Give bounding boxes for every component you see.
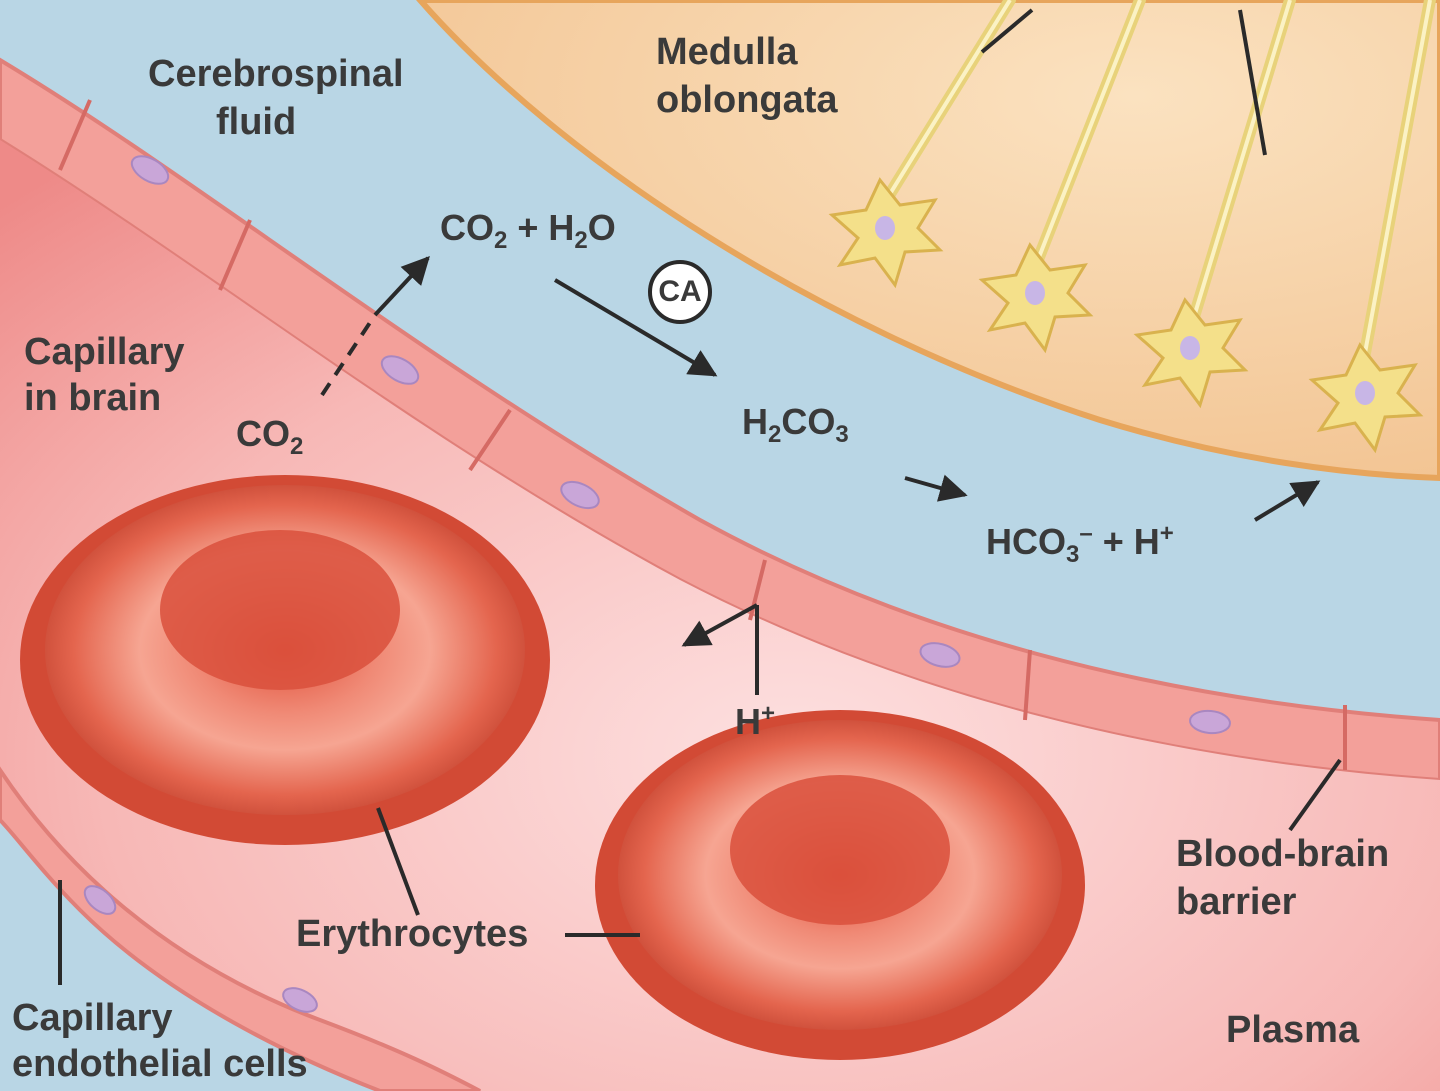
enzyme-circle [648, 260, 712, 324]
endothelial-nuclei [83, 155, 1231, 1013]
endothelial-label-line2: endothelial cells [12, 1043, 308, 1085]
neuron-nuclei [875, 216, 1375, 405]
capillary-label-line2: in brain [24, 377, 162, 419]
equation-hco3-h: HCO3– + H+ [986, 520, 1174, 569]
erythrocyte-2 [595, 710, 1085, 1060]
enzyme-label: CA [658, 275, 702, 308]
erythrocytes-label: Erythrocytes [296, 913, 529, 955]
neuron-axon-highlights [878, 0, 1432, 381]
bbb-label-line2: barrier [1176, 881, 1297, 923]
co2-left-label: CO2 [236, 413, 304, 461]
equation-h2co3: H2CO3 [742, 401, 849, 449]
endothelial-junctions [58, 99, 1347, 770]
medulla-label-line2: oblongata [656, 79, 838, 121]
leader-lines [58, 8, 1342, 985]
endothelial-label-line1: Capillary [12, 997, 173, 1039]
h-ion-label: H+ [735, 700, 776, 742]
erythrocyte-1 [20, 475, 550, 845]
equation-co2-h2o: CO2 + H2O [440, 207, 616, 255]
capillary-label-line1: Capillary [24, 331, 185, 373]
bbb-label-line1: Blood-brain [1176, 833, 1390, 875]
lower-endothelium [0, 766, 481, 1091]
plasma-label: Plasma [1226, 1009, 1360, 1051]
reaction-arrows [320, 255, 1321, 695]
csf-label-line2: fluid [216, 101, 297, 143]
medulla-label-line1: Medulla [656, 31, 798, 73]
csf-label-line1: Cerebrospinal [148, 53, 404, 95]
